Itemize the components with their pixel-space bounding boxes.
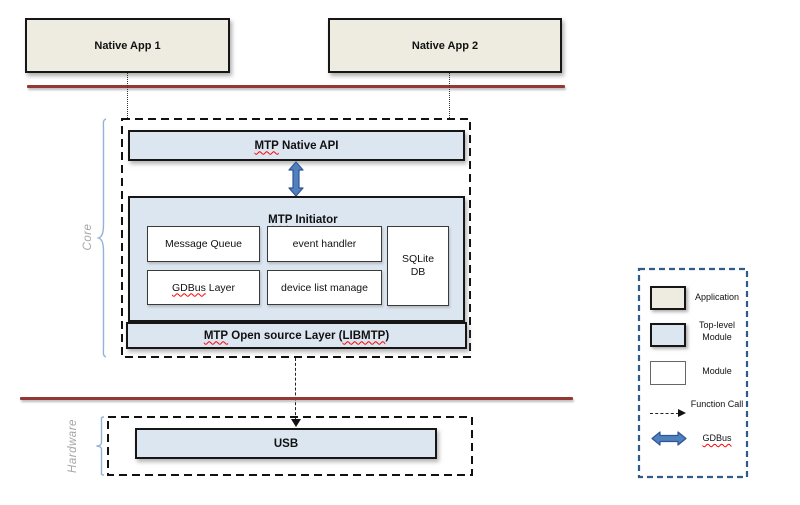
open-source-word-mtp: MTP xyxy=(203,329,229,342)
legend-gdbus-label: GDBus xyxy=(702,433,732,443)
legend-function-call-arrow-line xyxy=(650,413,679,414)
device-list-manage-box: device list manage xyxy=(267,270,382,305)
core-dashed-border xyxy=(121,118,471,358)
native-app-2-label: Native App 2 xyxy=(411,39,479,52)
sqlite-db-label-line2: DB xyxy=(410,266,426,278)
separator-line-top xyxy=(27,85,565,88)
legend-gdbus-arrow-icon xyxy=(651,431,687,446)
gdbus-layer-rest: Layer xyxy=(205,281,236,294)
legend-function-call-label: Function Call xyxy=(690,399,744,409)
mtp-initiator-title: MTP Initiator xyxy=(128,202,465,238)
hardware-brace xyxy=(95,417,105,475)
mtp-open-source-layer-box: MTP Open source Layer (LIBMTP) xyxy=(126,322,467,349)
sqlite-db-box: SQLite DB xyxy=(387,226,449,306)
message-queue-box: Message Queue xyxy=(147,226,260,262)
open-source-mid: Open source Layer ( xyxy=(228,329,343,342)
gdbus-double-arrow-icon xyxy=(288,161,304,197)
usb-box: USB xyxy=(135,428,437,459)
event-handler-label: event handler xyxy=(292,238,357,250)
native-app-2-box: Native App 2 xyxy=(328,18,562,73)
core-to-usb-arrow-head xyxy=(291,419,301,427)
legend-function-call-arrow-head xyxy=(678,409,686,417)
message-queue-label: Message Queue xyxy=(164,238,243,250)
open-source-word-libmtp: LIBMTP xyxy=(342,329,386,342)
legend-application-swatch xyxy=(650,286,686,310)
legend-module-swatch xyxy=(650,361,686,385)
core-section-label: Core xyxy=(82,223,94,251)
core-brace xyxy=(97,119,107,357)
mtp-initiator-word-mtp: MTP xyxy=(268,214,293,226)
connector-app2-core xyxy=(449,73,450,118)
native-app-1-box: Native App 1 xyxy=(25,18,230,73)
hardware-section-label: Hardware xyxy=(67,419,79,473)
connector-app1-core xyxy=(127,73,128,118)
event-handler-box: event handler xyxy=(267,226,382,262)
mtp-native-api-box: MTP Native API xyxy=(128,130,465,161)
legend-module-label: Module xyxy=(702,366,732,376)
legend-top-level-module-swatch xyxy=(650,323,686,347)
separator-line-bottom xyxy=(20,397,573,400)
hardware-dashed-border xyxy=(107,416,473,476)
open-source-close: ) xyxy=(385,329,390,342)
sqlite-db-label-line1: SQLite xyxy=(401,253,435,265)
device-list-manage-label: device list manage xyxy=(281,281,368,294)
gdbus-layer-word-gdbus: GDBus xyxy=(171,281,206,294)
gdbus-layer-box: GDBus Layer xyxy=(147,270,260,305)
native-app-1-label: Native App 1 xyxy=(94,39,161,52)
mtp-native-api-word-mtp: MTP xyxy=(254,139,279,152)
mtp-initiator-rest: Initiator xyxy=(292,214,338,226)
legend-application-label: Application xyxy=(694,292,740,302)
core-to-usb-arrow-line xyxy=(295,358,296,420)
legend-dashed-border xyxy=(637,267,749,479)
legend-top-level-module-label: Top-level Module xyxy=(698,320,736,342)
usb-label: USB xyxy=(273,437,299,450)
mtp-native-api-rest: Native API xyxy=(278,139,339,152)
